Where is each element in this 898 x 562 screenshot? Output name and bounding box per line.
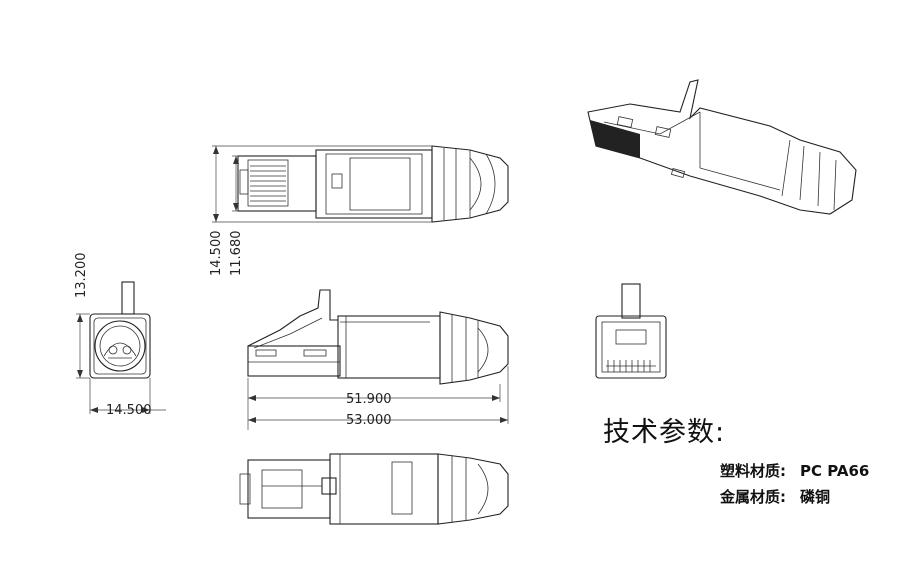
dimension-body-height: 11.680	[229, 155, 244, 277]
dim-body-height-text: 11.680	[229, 231, 244, 277]
dimension-total-height: 14.500	[209, 145, 432, 277]
dim-end-width-text: 14.500	[106, 403, 152, 418]
isometric-view	[587, 79, 857, 215]
top-view	[237, 145, 509, 223]
side-view	[247, 289, 509, 385]
front-view	[595, 283, 667, 379]
dim-length-short-text: 51.900	[346, 392, 392, 407]
spec-label: 金属材质:	[720, 488, 786, 506]
spec-title: 技术参数:	[603, 417, 726, 448]
dimension-end-width: 14.500	[89, 378, 166, 418]
spec-label: 塑料材质:	[720, 462, 786, 480]
spec-row-metal: 金属材质: 磷铜	[720, 486, 830, 507]
dim-total-height-text: 14.500	[209, 231, 224, 277]
dimension-length-long: 53.000	[248, 366, 509, 428]
spec-row-plastic: 塑料材质: PC PA66	[720, 460, 869, 481]
spec-value: 磷铜	[800, 488, 831, 506]
dim-end-height-text: 13.200	[74, 253, 89, 299]
spec-value: PC PA66	[800, 462, 870, 480]
bottom-view	[239, 453, 509, 525]
dim-length-long-text: 53.000	[346, 413, 392, 428]
dimension-end-height: 13.200	[74, 253, 90, 379]
end-view	[89, 281, 151, 379]
dimension-length-short: 51.900	[247, 378, 501, 430]
